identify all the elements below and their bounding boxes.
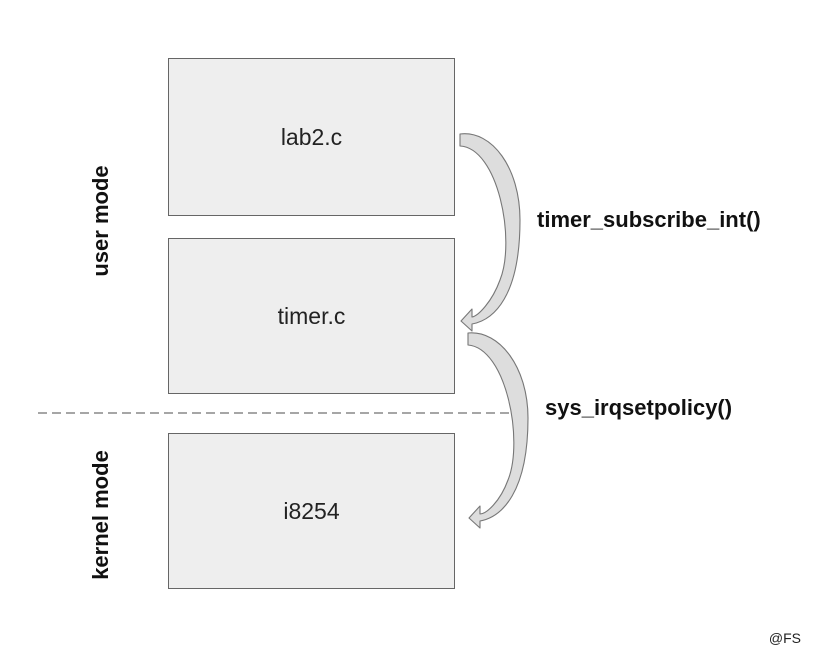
box-timer-c-label: timer.c: [277, 302, 346, 329]
call-label-timer-subscribe-int: timer_subscribe_int(): [537, 207, 761, 232]
box-timer-c: timer.c: [168, 238, 455, 394]
call-label-sys-irqsetpolicy: sys_irqsetpolicy(): [545, 395, 733, 420]
box-i8254: i8254: [168, 433, 455, 589]
box-lab2-c: lab2.c: [168, 58, 455, 216]
call-arrow-2: [467, 332, 529, 529]
author-watermark: @FS: [768, 630, 801, 646]
user-mode-label: user mode: [88, 165, 113, 277]
call-arrow-1: [459, 133, 521, 332]
box-lab2-c-label: lab2.c: [280, 123, 343, 150]
box-i8254-label: i8254: [283, 497, 340, 524]
kernel-mode-label: kernel mode: [88, 450, 113, 580]
